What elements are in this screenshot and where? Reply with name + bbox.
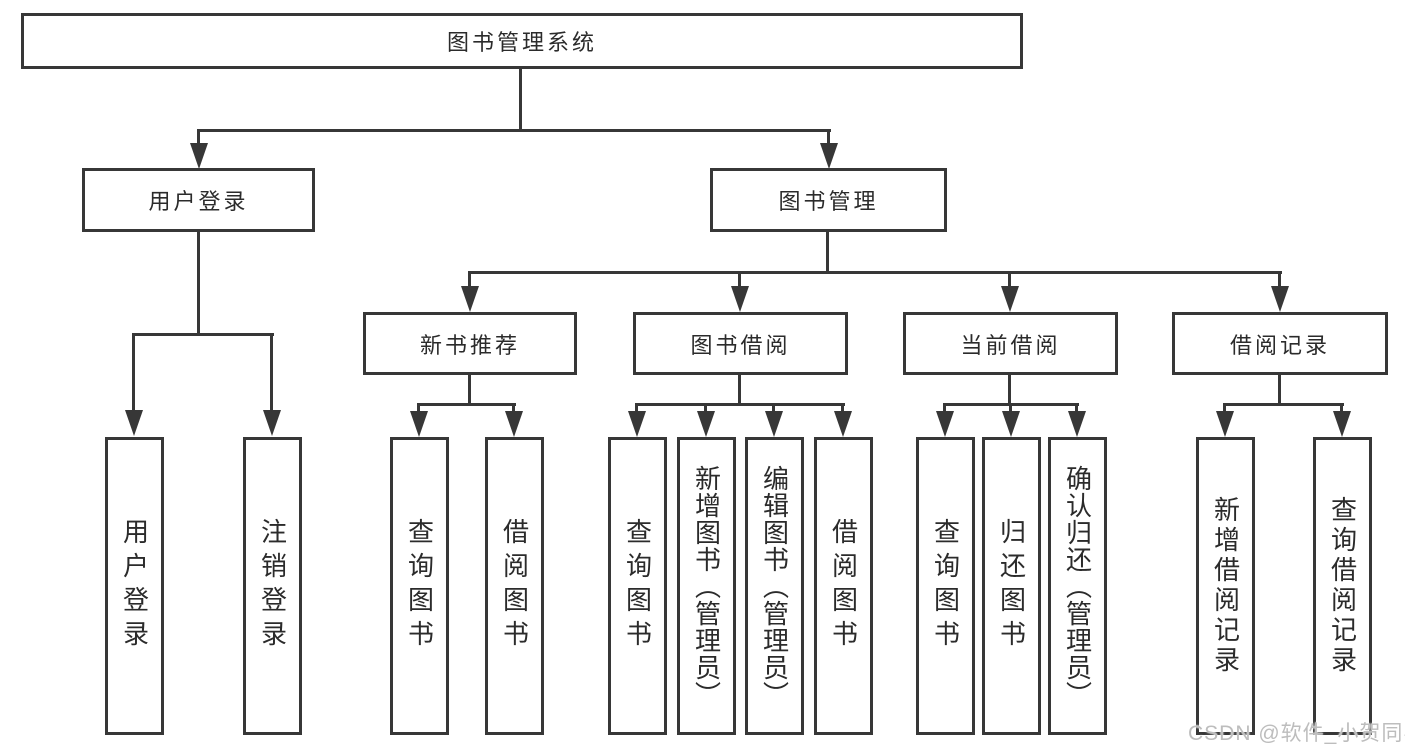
- connector-line: [635, 403, 845, 406]
- watermark: CSDN @软件_小贺同学: [1188, 722, 1405, 745]
- leaf-label: 借阅图书: [499, 518, 530, 654]
- leaf-logout: 注销登录: [243, 437, 302, 735]
- connector-line: [1008, 271, 1011, 287]
- leaf-label: 查询图书: [404, 518, 435, 654]
- arrow-down-icon: [834, 411, 852, 437]
- arrow-down-icon: [731, 286, 749, 312]
- arrow-down-icon: [505, 411, 523, 437]
- arrow-down-icon: [263, 410, 281, 436]
- leaf-edit-book-admin: 编辑图书（管理员）: [745, 437, 804, 735]
- connector-line: [704, 403, 707, 413]
- connector-line: [1008, 375, 1011, 406]
- arrow-down-icon: [1333, 411, 1351, 437]
- leaf-label: 用户登录: [119, 518, 150, 654]
- arrow-down-icon: [1216, 411, 1234, 437]
- arrow-down-icon: [1271, 286, 1289, 312]
- arrow-down-icon: [125, 410, 143, 436]
- leaf-confirm-return-admin: 确认归还（管理员）: [1048, 437, 1107, 735]
- leaf-add-borrow-record: 新增借阅记录: [1196, 437, 1255, 735]
- leaf-label: 查询借阅记录: [1327, 496, 1358, 676]
- leaf-label: 归还图书: [996, 518, 1027, 654]
- connector-line: [772, 403, 775, 413]
- connector-line: [1278, 271, 1281, 287]
- connector-line: [841, 403, 844, 413]
- leaf-add-book-admin: 新增图书（管理员）: [677, 437, 736, 735]
- node-library-system: 图书管理系统: [21, 13, 1023, 69]
- leaf-borrow-book: 借阅图书: [814, 437, 873, 735]
- connector-line: [1009, 403, 1012, 413]
- connector-line: [738, 375, 741, 406]
- connector-line: [468, 271, 1282, 274]
- connector-line: [519, 69, 522, 131]
- leaf-label: 确认归还（管理员）: [1062, 464, 1093, 708]
- leaf-query-book-borrow: 查询图书: [608, 437, 667, 735]
- connector-line: [417, 403, 516, 406]
- leaf-label: 借阅图书: [828, 518, 859, 654]
- node-borrow-record: 借阅记录: [1172, 312, 1388, 375]
- connector-line: [132, 333, 274, 336]
- connector-line: [197, 129, 831, 132]
- arrow-down-icon: [765, 411, 783, 437]
- connector-line: [1223, 403, 1344, 406]
- connector-line: [197, 232, 200, 336]
- arrow-down-icon: [410, 411, 428, 437]
- connector-line: [738, 271, 741, 287]
- node-new-book-recommend: 新书推荐: [363, 312, 577, 375]
- connector-line: [1075, 403, 1078, 413]
- connector-line: [417, 403, 420, 413]
- connector-line: [197, 129, 200, 145]
- arrow-down-icon: [1002, 411, 1020, 437]
- connector-line: [827, 129, 830, 145]
- leaf-query-borrow-record: 查询借阅记录: [1313, 437, 1372, 735]
- connector-line: [468, 375, 471, 406]
- leaf-label: 查询图书: [930, 518, 961, 654]
- leaf-query-book-recommend: 查询图书: [390, 437, 449, 735]
- connector-line: [826, 232, 829, 274]
- leaf-label: 查询图书: [622, 518, 653, 654]
- arrow-down-icon: [697, 411, 715, 437]
- node-book-borrow: 图书借阅: [633, 312, 848, 375]
- node-book-management: 图书管理: [710, 168, 947, 232]
- leaf-borrow-book-recommend: 借阅图书: [485, 437, 544, 735]
- arrow-down-icon: [820, 143, 838, 169]
- connector-line: [1340, 403, 1343, 413]
- node-user-login: 用户登录: [82, 168, 315, 232]
- arrow-down-icon: [1068, 411, 1086, 437]
- arrow-down-icon: [461, 286, 479, 312]
- connector-line: [512, 403, 515, 413]
- connector-line: [132, 333, 135, 411]
- connector-line: [270, 333, 273, 411]
- connector-line: [468, 271, 471, 287]
- connector-line: [1223, 403, 1226, 413]
- leaf-label: 注销登录: [257, 518, 288, 654]
- connector-line: [635, 403, 638, 413]
- connector-line: [943, 403, 946, 413]
- arrow-down-icon: [1001, 286, 1019, 312]
- leaf-label: 新增借阅记录: [1210, 496, 1241, 676]
- node-current-borrow: 当前借阅: [903, 312, 1118, 375]
- leaf-user-login: 用户登录: [105, 437, 164, 735]
- leaf-return-book: 归还图书: [982, 437, 1041, 735]
- connector-line: [1278, 375, 1281, 406]
- arrow-down-icon: [936, 411, 954, 437]
- arrow-down-icon: [628, 411, 646, 437]
- leaf-label: 编辑图书（管理员）: [759, 464, 790, 708]
- leaf-label: 新增图书（管理员）: [691, 464, 722, 708]
- arrow-down-icon: [190, 143, 208, 169]
- leaf-query-book-current: 查询图书: [916, 437, 975, 735]
